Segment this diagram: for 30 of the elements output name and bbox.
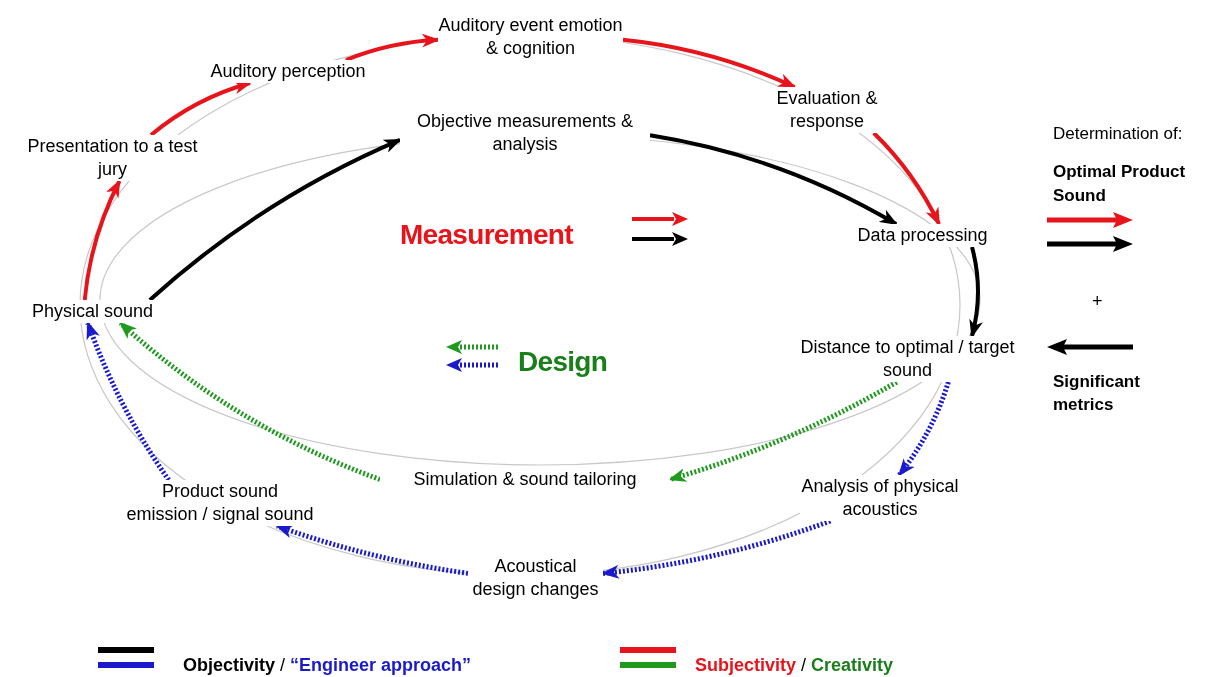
node-label: Objective measurements & analysis (415, 110, 635, 156)
plus-sign: + (1092, 290, 1103, 313)
node-label: Evaluation & response (775, 87, 879, 133)
node-label: Distance to optimal / target sound (800, 336, 1015, 382)
legend-label: Subjectivity / Creativity (695, 654, 894, 677)
arrow (82, 179, 122, 301)
input-label: Significant metrics (1053, 371, 1141, 416)
arrow (118, 321, 381, 482)
node-label: Auditory event emotion & cognition (438, 14, 623, 60)
node-label: Presentation to a test jury (26, 135, 199, 181)
node-label: Data processing (857, 224, 988, 247)
node-label: Auditory perception (210, 60, 366, 83)
node-label: Simulation & sound tailoring (413, 468, 637, 491)
arrow (85, 321, 171, 482)
node-label: Acoustical design changes (471, 555, 600, 601)
node-label: Product sound emission / signal sound (125, 480, 315, 526)
result-label: Optimal Product Sound (1053, 161, 1187, 207)
legend-label: Objectivity / “Engineer approach” (183, 654, 472, 677)
arrow (345, 33, 440, 62)
section-heading: Design (518, 345, 608, 379)
node-label: Analysis of physical acoustics (800, 475, 960, 521)
node-label: Physical sound (31, 300, 154, 323)
arrow (148, 138, 402, 302)
arrow (649, 133, 898, 226)
section-heading: Measurement (400, 218, 573, 252)
arrow (969, 246, 983, 338)
arrow (622, 37, 797, 89)
side-heading: Determination of: (1053, 123, 1183, 145)
arrow (897, 381, 951, 477)
arrow (872, 131, 941, 226)
